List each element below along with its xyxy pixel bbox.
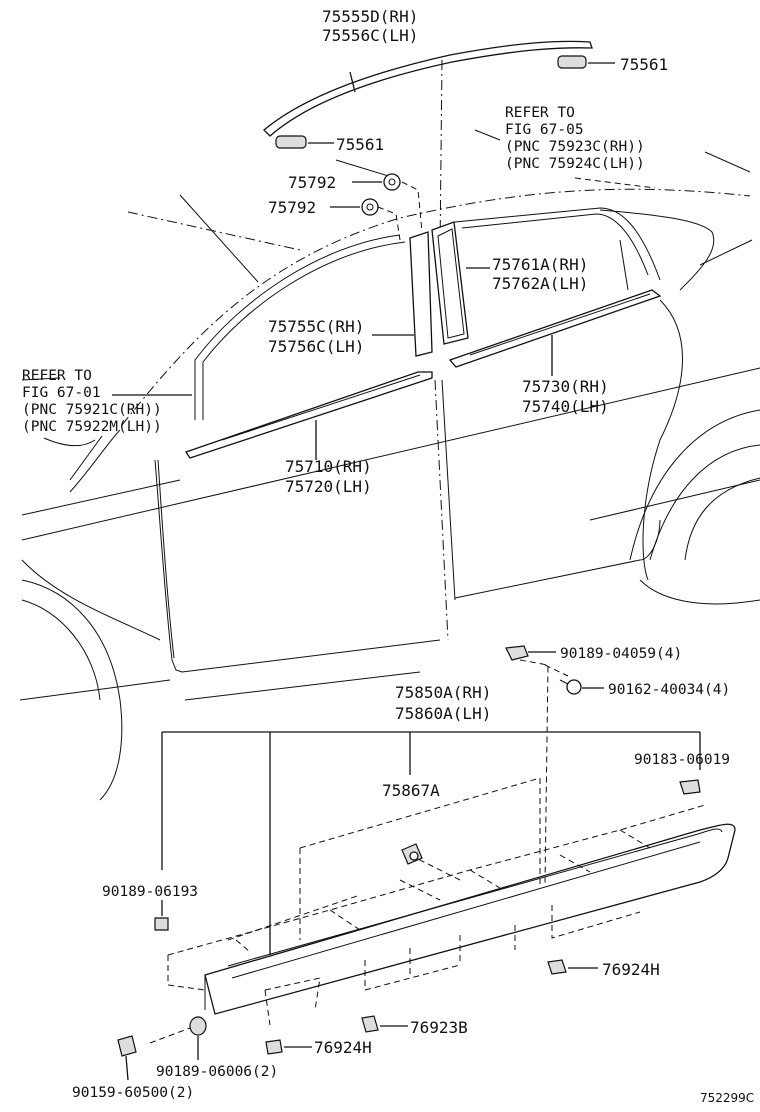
grommet-90189-06006 (189, 1016, 207, 1060)
belt-moulding-75730 (448, 289, 662, 376)
belt-moulding-75710 (184, 371, 433, 460)
label-76923b: 76923B (410, 1018, 468, 1037)
clip-90183-06019 (679, 779, 701, 795)
label-refer-pnc-1a: (PNC 75923C(RH)) (505, 139, 645, 155)
figure-code: 752299C (700, 1091, 754, 1105)
grommet-75792-b (330, 198, 401, 241)
label-refer-fig-2: FIG 67-01 (22, 385, 101, 401)
clip-76924h-right (547, 959, 598, 975)
grommet-75792-a (352, 173, 423, 233)
label-76924h-bottom: 76924H (314, 1038, 372, 1057)
label-75761a: 75761A(RH) (492, 255, 588, 274)
label-75720: 75720(LH) (285, 477, 372, 496)
screw-90159-60500 (117, 1035, 137, 1081)
label-75792-b: 75792 (268, 198, 316, 217)
clip-76924h-bottom (265, 1039, 312, 1055)
a-pillar-refer (43, 394, 192, 481)
clip-75561-top (557, 55, 615, 69)
label-90189-06006: 90189-06006(2) (156, 1064, 278, 1080)
label-75792-a: 75792 (288, 173, 336, 192)
label-90189-06193: 90189-06193 (102, 884, 198, 900)
label-refer-fig-1: FIG 67-05 (505, 122, 584, 138)
pillar-garnish-75761a (431, 221, 490, 345)
label-75730: 75730(RH) (522, 377, 609, 396)
label-75710: 75710(RH) (285, 457, 372, 476)
roof-drip-moulding (263, 40, 593, 251)
clip-75867a (401, 843, 423, 865)
screw-90162-40034 (559, 679, 604, 695)
label-75850a: 75850A(RH) (395, 683, 491, 702)
clip-75561-left (275, 135, 396, 179)
rocker-moulding-75850a (161, 731, 736, 1015)
clip-76923b (361, 1015, 408, 1033)
mounting-guide-lines (149, 659, 706, 1044)
label-refer-pnc-2b: (PNC 75922M(LH)) (22, 419, 162, 435)
label-76924h-right: 76924H (602, 960, 660, 979)
label-75555d: 75555D(RH) (322, 7, 418, 26)
label-75867a: 75867A (382, 781, 440, 800)
label-75860a: 75860A(LH) (395, 704, 491, 723)
label-90189-04059: 90189-04059(4) (560, 646, 682, 662)
label-refer-pnc-2a: (PNC 75921C(RH)) (22, 402, 162, 418)
label-90183-06019: 90183-06019 (634, 752, 730, 768)
label-75755c: 75755C(RH) (268, 317, 364, 336)
label-refer-pnc-1b: (PNC 75924C(LH)) (505, 156, 645, 172)
car-body-outline (19, 129, 760, 801)
label-90159-60500: 90159-60500(2) (72, 1085, 194, 1101)
clip-90189-04059 (505, 645, 556, 661)
label-refer-to-1: REFER TO (505, 105, 575, 121)
part-labels: 75555D(RH) 75556C(LH) 75561 75561 REFER … (22, 7, 754, 1105)
label-75756c: 75756C(LH) (268, 337, 364, 356)
label-75561-left: 75561 (336, 135, 384, 154)
pillar-garnish-75755c (372, 231, 433, 357)
label-75561-top: 75561 (620, 55, 668, 74)
label-75740: 75740(LH) (522, 397, 609, 416)
label-75556c: 75556C(LH) (322, 26, 418, 45)
clip-90189-06193 (154, 900, 169, 931)
label-90162-40034: 90162-40034(4) (608, 682, 730, 698)
label-75762a: 75762A(LH) (492, 274, 588, 293)
label-refer-to-2: REFER TO (22, 368, 92, 384)
